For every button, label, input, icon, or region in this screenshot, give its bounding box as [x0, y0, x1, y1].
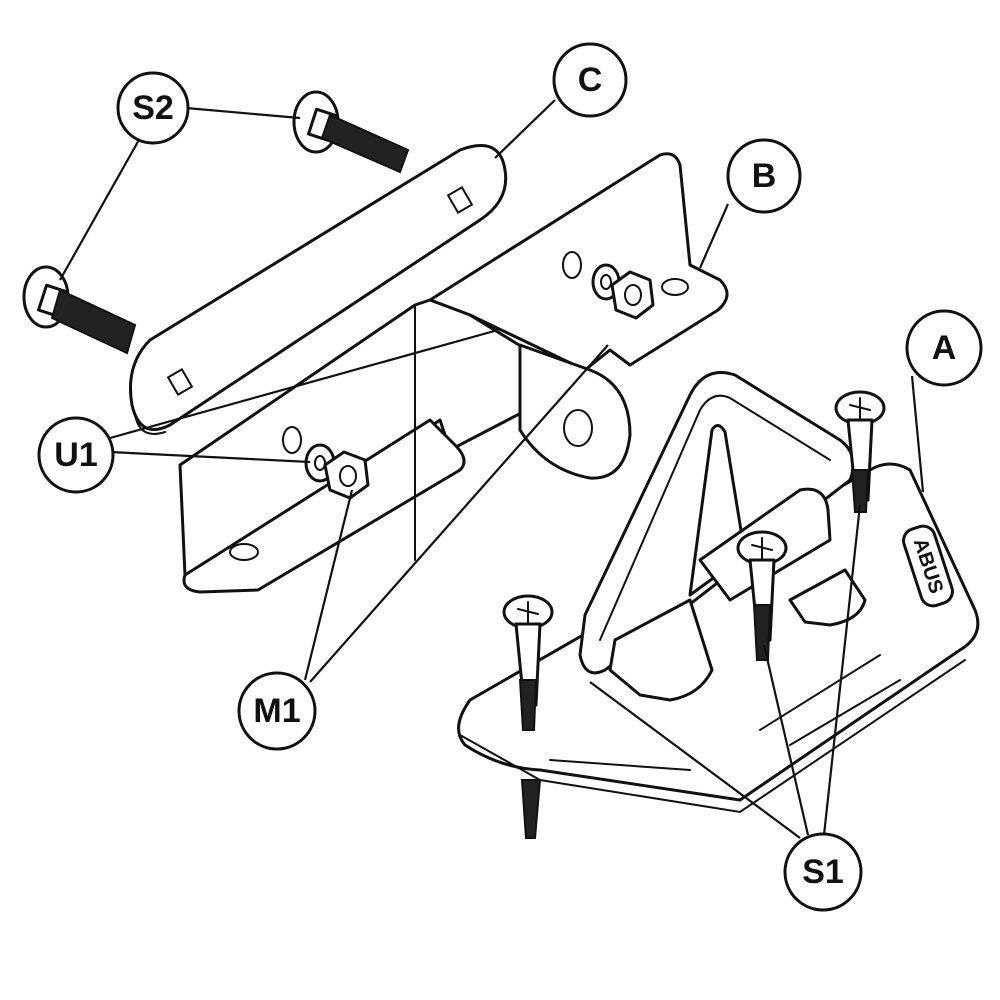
base-a	[457, 371, 980, 814]
nut-m1-upper	[610, 270, 655, 320]
svg-text:M1: M1	[253, 692, 300, 730]
callout-a: A	[905, 309, 983, 387]
plate-c	[128, 144, 508, 435]
bracket-b-lug	[518, 343, 632, 480]
leader-lines	[59, 99, 925, 839]
bolt-s2-lower	[22, 265, 137, 355]
callout-u1: U1	[37, 416, 115, 494]
svg-text:S1: S1	[802, 853, 844, 891]
screw-s1-back	[834, 390, 886, 513]
screw-s1-middle	[736, 530, 788, 661]
callout-s1: S1	[783, 832, 863, 912]
svg-text:B: B	[752, 157, 777, 195]
svg-text:A: A	[932, 329, 957, 367]
svg-text:C: C	[578, 61, 603, 99]
nut-m1-lower	[323, 450, 370, 500]
svg-text:S2: S2	[132, 89, 174, 127]
bracket-b	[178, 152, 729, 594]
bolt-s2-upper	[292, 90, 410, 174]
svg-text:U1: U1	[54, 436, 97, 474]
callout-b: B	[726, 138, 802, 214]
callout-s2: S2	[116, 71, 190, 145]
callout-m1: M1	[237, 671, 317, 751]
screw-s1-front	[502, 594, 554, 839]
callout-c: C	[552, 42, 628, 118]
